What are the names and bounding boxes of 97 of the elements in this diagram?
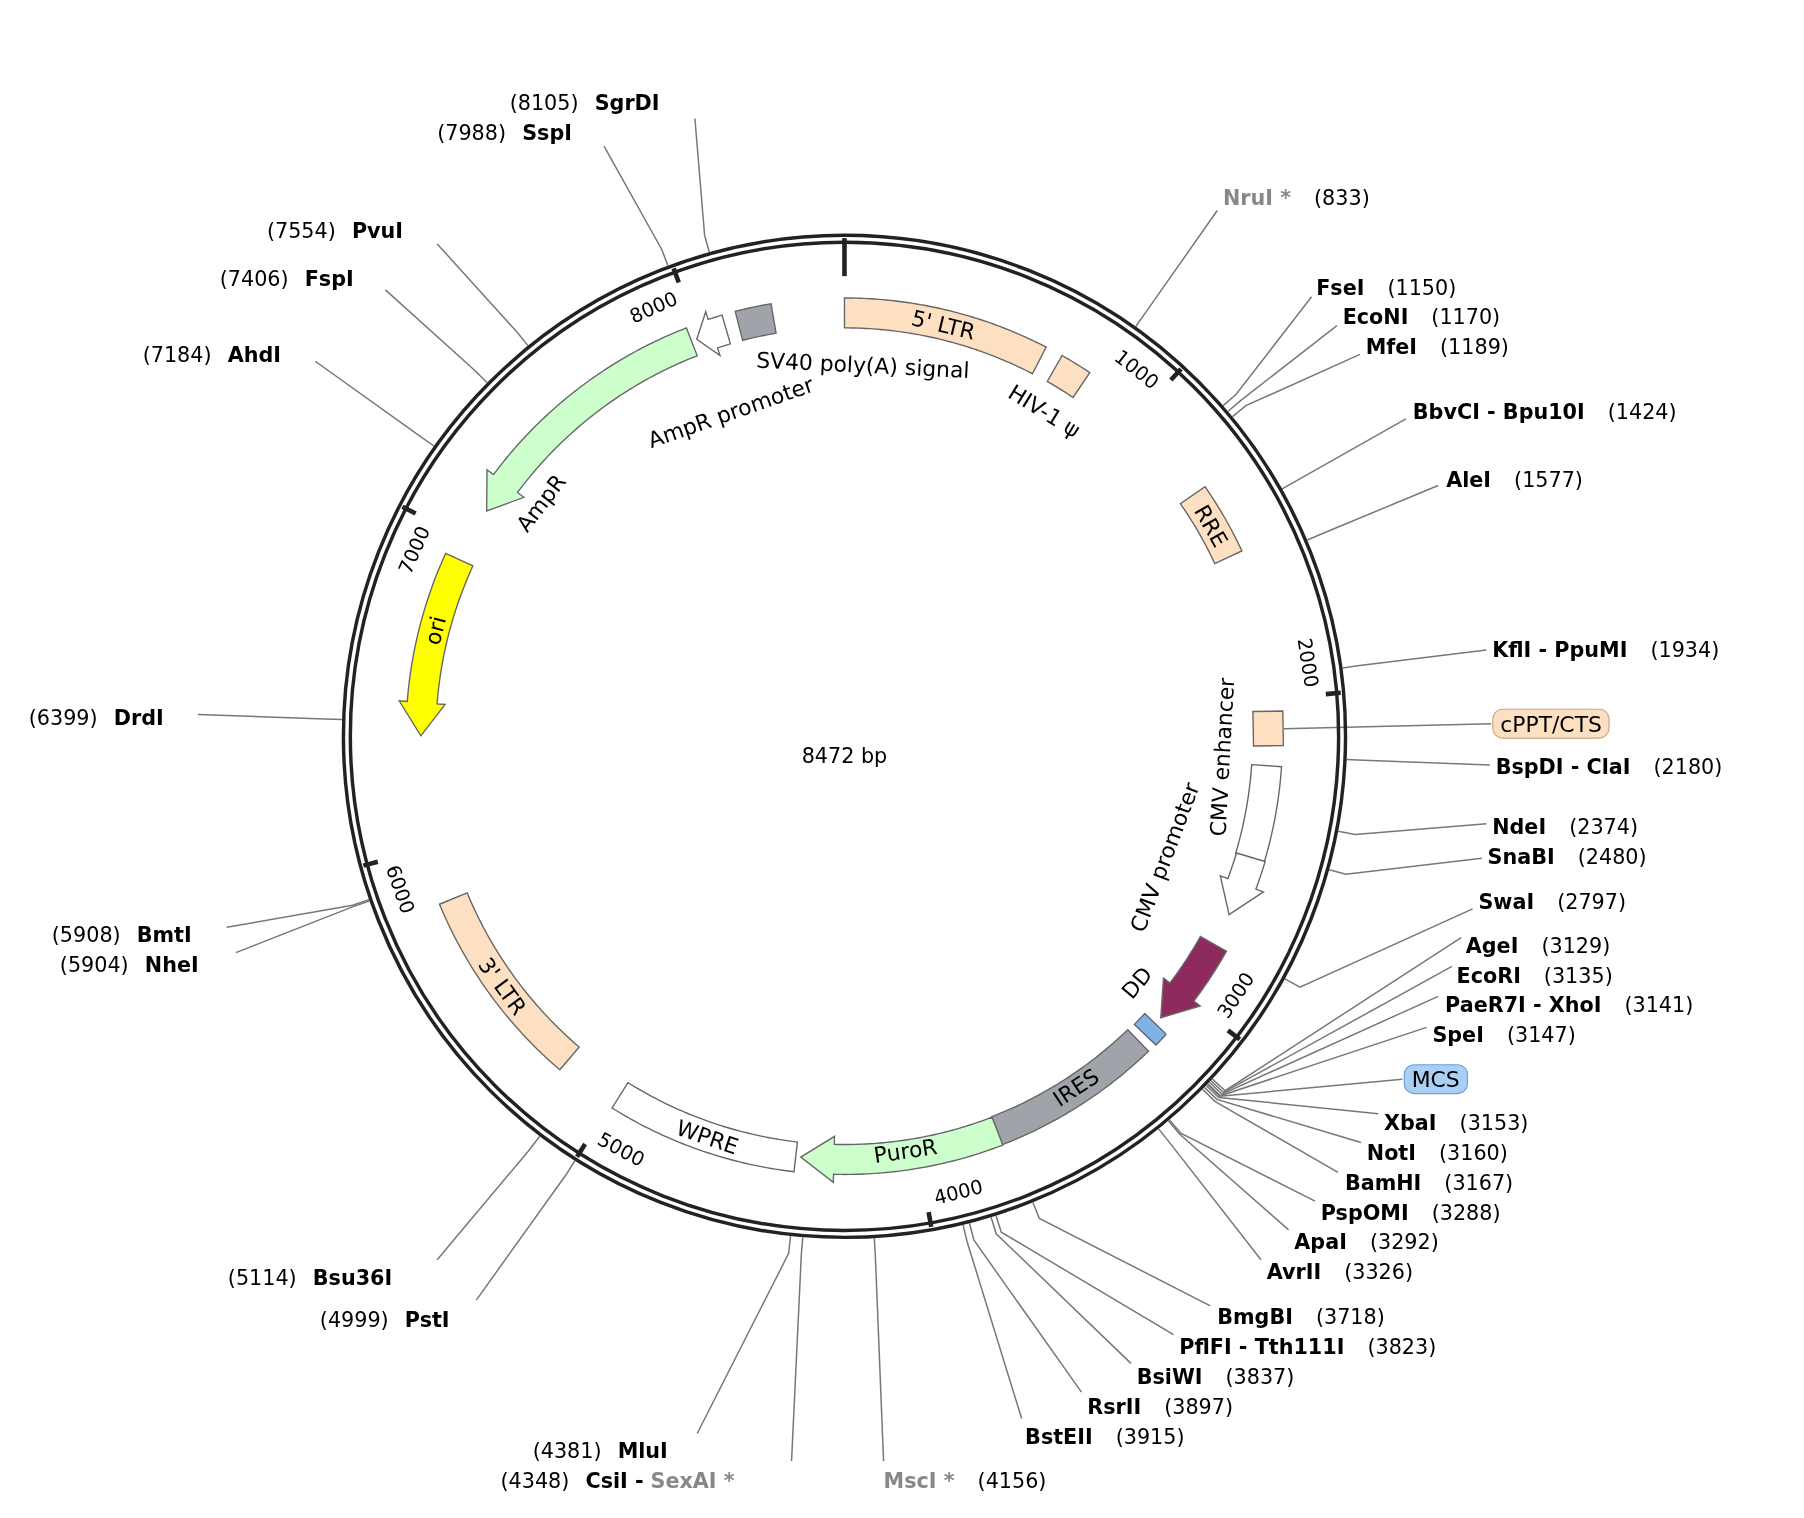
- leader-line: [1284, 908, 1474, 989]
- restriction-site-label: (5114) Bsu36I: [227, 1265, 393, 1291]
- restriction-site-label: BmgBI (3718): [1217, 1304, 1385, 1330]
- leader-line: [962, 1224, 1023, 1420]
- restriction-site-label: BstEII (3915): [1025, 1424, 1185, 1450]
- leader-line: [1306, 484, 1439, 541]
- leader-line: [384, 289, 488, 384]
- feature-label: WPRE: [673, 1114, 742, 1159]
- restriction-site-label: ApaI (3292): [1294, 1229, 1439, 1256]
- leader-line: [1345, 758, 1491, 766]
- feature-tag: MCS: [1403, 1064, 1468, 1095]
- restriction-site-label: (4348) CsiI - SexAI *: [500, 1468, 735, 1494]
- leader-line: [1328, 857, 1483, 875]
- restriction-site-label: PaeR7I - XhoI (3141): [1445, 992, 1694, 1019]
- leader-line: [1207, 1026, 1428, 1097]
- leader-line: [790, 1236, 804, 1462]
- leader-line: [1227, 324, 1338, 412]
- leader-line: [436, 1135, 541, 1261]
- feature-label: RRE: [1189, 500, 1234, 552]
- restriction-site-label: KflI - PpuMI (1934): [1492, 637, 1720, 663]
- leader-line: [1337, 823, 1488, 836]
- restriction-site-label: FseI (1150): [1316, 274, 1457, 301]
- leader-line: [1211, 936, 1462, 1092]
- restriction-site-label: AleI (1577): [1446, 467, 1583, 493]
- leader-line: [603, 145, 669, 267]
- leader-line: [1203, 1086, 1362, 1144]
- leader-line: [197, 713, 343, 721]
- restriction-site-label: BspDI - ClaI (2180): [1495, 754, 1723, 781]
- leader-line: [1208, 995, 1439, 1095]
- leader-line: [235, 900, 371, 954]
- restriction-site-label: BsiWI (3837): [1136, 1364, 1295, 1390]
- leader-line: [696, 1235, 792, 1435]
- leader-line: [1157, 1128, 1262, 1261]
- restriction-site-label: MscI * (4156): [883, 1468, 1047, 1494]
- restriction-site-label: EcoRI (3135): [1456, 963, 1613, 989]
- restriction-site-label: RsrII (3897): [1087, 1394, 1233, 1420]
- feature-label: 5' LTR: [909, 304, 978, 345]
- restriction-site-label: (5908) BmtI: [51, 922, 192, 948]
- restriction-site-label: (6399) DrdI: [28, 705, 164, 731]
- restriction-site-label: XbaI (3153): [1384, 1110, 1529, 1136]
- restriction-site-label: SpeI (3147): [1432, 1022, 1576, 1049]
- leader-line: [1231, 353, 1361, 418]
- leader-line: [995, 1214, 1175, 1336]
- leader-line: [694, 117, 710, 253]
- restriction-site-label: BbvCI - Bpu10I (1424): [1412, 399, 1677, 425]
- feature-label: IRES: [1048, 1063, 1104, 1112]
- restriction-site-label: (7406) FspI: [219, 266, 354, 293]
- feature-label: ori: [419, 613, 451, 648]
- leader-line: [1281, 418, 1407, 490]
- restriction-site-label: NruI * (833): [1223, 185, 1370, 211]
- leader-line: [873, 1237, 885, 1462]
- restriction-site-label: SnaBI (2480): [1487, 844, 1647, 870]
- leader-line: [1167, 1120, 1290, 1231]
- restriction-site-label: NotI (3160): [1366, 1140, 1508, 1166]
- leader-line: [1210, 965, 1453, 1094]
- leader-line: [1205, 1084, 1380, 1115]
- leader-line: [314, 360, 435, 447]
- leader-line: [1283, 722, 1492, 730]
- feature-label: 3' LTR: [473, 952, 533, 1020]
- restriction-site-label: (7184) AhdI: [142, 342, 281, 369]
- leader-line: [1032, 1201, 1212, 1307]
- restriction-site-label: PflFI - Tth111I (3823): [1179, 1334, 1437, 1360]
- restriction-site-label: (5904) NheI: [59, 952, 199, 978]
- restriction-site-label: AgeI (3129): [1465, 933, 1611, 959]
- plasmid-size: 8472 bp: [801, 743, 888, 768]
- feature-tag: cPPT/CTS: [1492, 708, 1610, 739]
- feature-label: PuroR: [872, 1133, 939, 1168]
- leader-line: [1222, 296, 1313, 407]
- leader-line: [436, 243, 529, 347]
- restriction-site-label: (8105) SgrDI: [509, 90, 660, 117]
- coordinate-label: 6000: [381, 862, 420, 917]
- restriction-site-label: MfeI (1189): [1365, 334, 1509, 361]
- leader-line: [1168, 1119, 1316, 1202]
- leader-line: [475, 1160, 576, 1301]
- restriction-site-label: (7554) PvuI: [266, 218, 403, 244]
- restriction-site-label: (4381) MluI: [532, 1438, 668, 1464]
- coordinate-label: 2000: [1292, 636, 1324, 690]
- feature-label: CMV enhancer: [1204, 677, 1239, 838]
- restriction-site-label: AvrII (3326): [1266, 1259, 1413, 1286]
- leader-line: [1341, 649, 1488, 669]
- coordinate-label: 8000: [625, 287, 681, 329]
- coordinate-label: 4000: [931, 1174, 986, 1209]
- leader-line: [1201, 1088, 1339, 1174]
- restriction-site-label: NdeI (2374): [1492, 814, 1638, 840]
- leader-line: [1134, 209, 1218, 328]
- leader-line: [225, 898, 370, 929]
- leader-line: [968, 1222, 1083, 1393]
- restriction-site-label: PspOMI (3288): [1320, 1200, 1501, 1226]
- restriction-site-label: SwaI (2797): [1478, 889, 1626, 915]
- feature-label: DD: [1116, 961, 1158, 1004]
- restriction-site-label: (7988) SspI: [437, 120, 572, 147]
- restriction-site-label: EcoNI (1170): [1342, 304, 1501, 331]
- restriction-site-label: (4999) PstI: [319, 1307, 450, 1333]
- coordinate-label: 7000: [393, 522, 435, 577]
- leader-line: [990, 1216, 1132, 1365]
- restriction-site-label: BamHI (3167): [1344, 1170, 1514, 1196]
- coordinate-label: 5000: [593, 1127, 649, 1171]
